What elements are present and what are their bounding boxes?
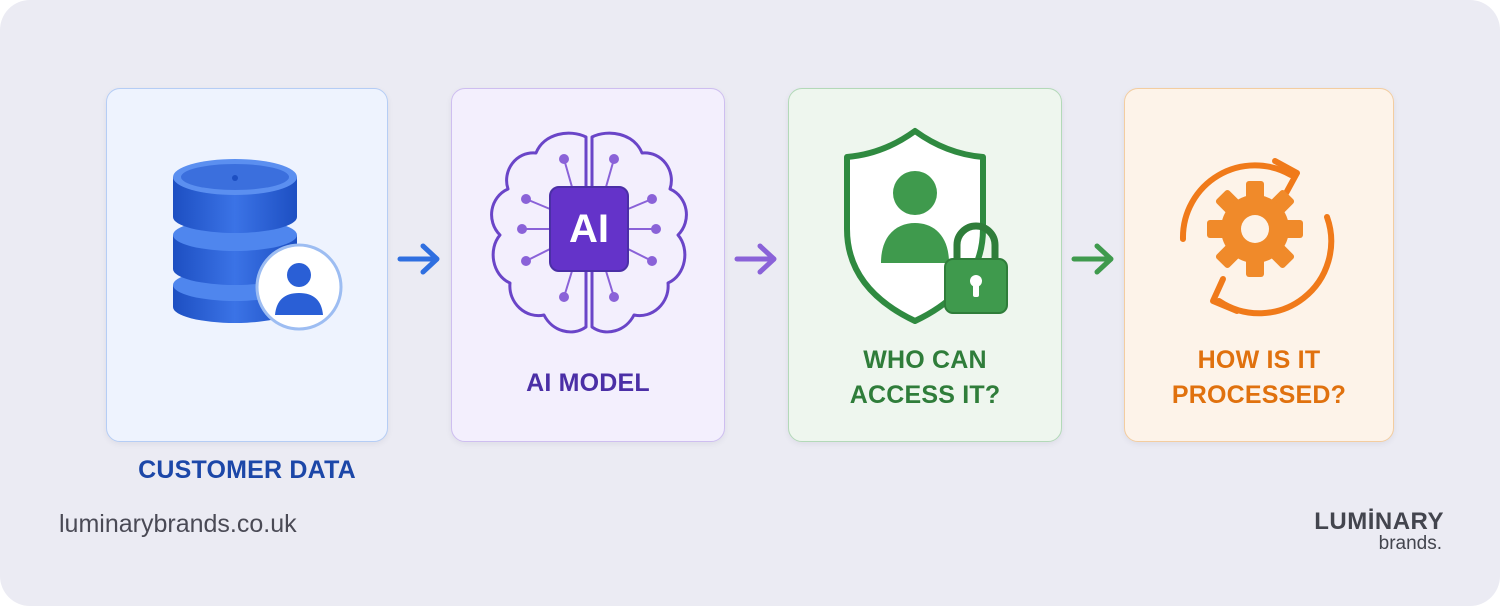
step-card-ai-model: AI AI MODEL [451,88,725,442]
arrow-right-icon [734,243,777,275]
brand-logo: LUMİNARY brands. [1314,510,1444,554]
step-card-customer-data: CUSTOMER DATA [106,88,388,484]
database-user-icon [173,159,343,331]
step-card-access: WHO CAN ACCESS IT? [788,88,1062,442]
step-card-processing: HOW IS IT PROCESSED? [1124,88,1394,442]
footer-website-link[interactable]: luminarybrands.co.uk [59,510,297,538]
ai-brain-chip-icon [490,131,688,334]
step-label-ai-model: AI MODEL [526,369,650,397]
ai-chip-text: AI [569,207,609,251]
brand-logo-wordmark: LUMİNARY [1314,508,1444,535]
arrow-right-icon [397,243,440,275]
step-label-customer-data: CUSTOMER DATA [138,456,356,484]
step-label-processing-line-2: PROCESSED? [1171,381,1347,409]
arrow-right-icon [1071,243,1114,275]
gear-cycle-icon [1179,158,1335,317]
step-label-processing-line-1: HOW IS IT [1197,346,1321,374]
shield-user-lock-icon [844,128,1008,324]
step-label-access-line-1: WHO CAN [863,346,987,374]
brand-logo-subtitle: brands. [1378,533,1442,554]
step-label-access-line-2: ACCESS IT? [849,381,1001,409]
